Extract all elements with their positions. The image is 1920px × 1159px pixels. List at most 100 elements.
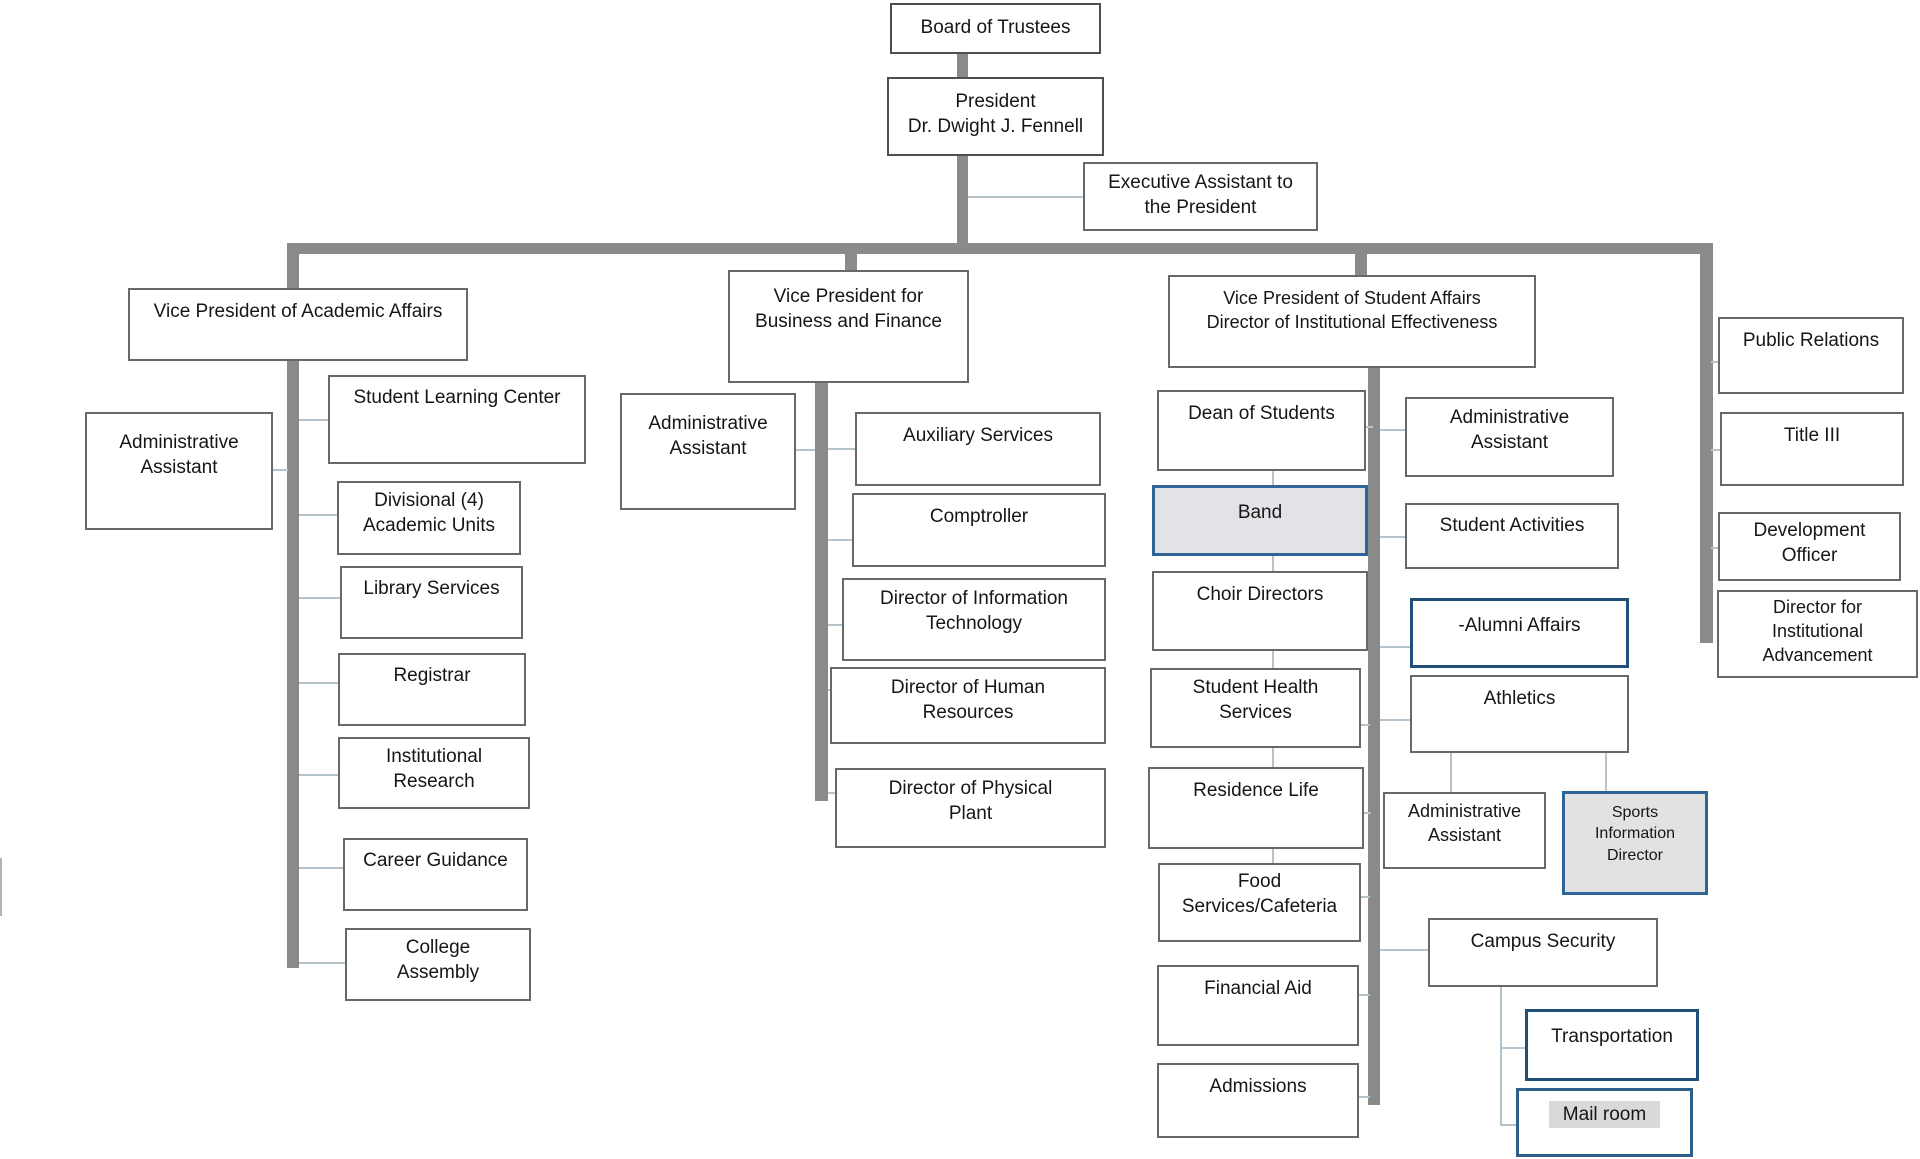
connector-link-student-activities bbox=[1380, 536, 1406, 538]
connector-link-band-choir bbox=[1272, 555, 1274, 572]
connector-link-admissions bbox=[1358, 1096, 1370, 1098]
org-box-admissions: Admissions bbox=[1157, 1063, 1359, 1138]
org-box-label: -Alumni Affairs bbox=[1458, 615, 1581, 636]
org-box-band: Band bbox=[1152, 485, 1368, 556]
org-box-career-guidance: Career Guidance bbox=[343, 838, 528, 911]
org-box-sports-information-director: Sports Information Director bbox=[1562, 791, 1708, 895]
org-box-board-of-trustees: Board of Trustees bbox=[890, 3, 1101, 54]
org-box-label: Executive Assistant to the President bbox=[1108, 172, 1293, 219]
org-box-vp-business-finance: Vice President for Business and Finance bbox=[728, 270, 969, 383]
connector-link-residence-trunk bbox=[1363, 812, 1371, 814]
org-box-label: Administrative Assistant bbox=[1407, 801, 1522, 845]
connector-link-security-drop bbox=[1500, 987, 1502, 1126]
org-box-public-relations: Public Relations bbox=[1718, 317, 1904, 394]
org-box-campus-security: Campus Security bbox=[1428, 918, 1658, 987]
org-box-label: Dean of Students bbox=[1188, 403, 1335, 424]
connector-link-career-guidance bbox=[299, 867, 343, 869]
connector-sa-trunk-lower bbox=[1368, 367, 1380, 1105]
org-box-label: Administrative Assistant bbox=[1449, 407, 1570, 454]
connector-link-athletics-aa bbox=[1450, 753, 1452, 793]
connector-link-comptroller bbox=[828, 539, 852, 541]
org-box-label: Student Activities bbox=[1439, 515, 1585, 536]
org-box-administrative-assistant-business: Administrative Assistant bbox=[620, 393, 796, 510]
connector-link-public-relations bbox=[1711, 361, 1720, 363]
org-box-label: Student Learning Center bbox=[353, 387, 561, 408]
org-box-library-services: Library Services bbox=[340, 566, 523, 639]
org-box-president: President Dr. Dwight J. Fennell bbox=[887, 77, 1104, 156]
org-box-director-information-technology: Director of Information Technology bbox=[842, 578, 1106, 661]
org-box-director-institutional-advancement: Director for Institutional Advancement bbox=[1717, 590, 1918, 678]
connector-link-college-assembly bbox=[299, 962, 345, 964]
connector-link-institutional-research bbox=[299, 774, 338, 776]
org-box-label: Vice President of Academic Affairs bbox=[153, 301, 443, 322]
org-box-label: Transportation bbox=[1551, 1026, 1673, 1047]
connector-link-athletics-sports bbox=[1605, 753, 1607, 792]
connector-link-title-iii bbox=[1711, 449, 1722, 451]
org-box-comptroller: Comptroller bbox=[852, 493, 1106, 567]
org-box-title-iii: Title III bbox=[1720, 412, 1904, 486]
org-box-choir-directors: Choir Directors bbox=[1152, 571, 1368, 651]
org-box-alumni-affairs: -Alumni Affairs bbox=[1410, 598, 1629, 668]
org-box-label: Career Guidance bbox=[363, 850, 508, 871]
connector-link-aa-business bbox=[795, 449, 815, 451]
connector-left-edge-fragment bbox=[0, 858, 2, 916]
org-box-student-learning-center: Student Learning Center bbox=[328, 375, 586, 464]
org-box-label: Admissions bbox=[1209, 1076, 1307, 1097]
org-box-development-officer: Development Officer bbox=[1718, 512, 1901, 581]
org-box-dean-of-students: Dean of Students bbox=[1157, 390, 1366, 471]
org-box-mail-room: Mail room bbox=[1516, 1088, 1693, 1157]
org-box-financial-aid: Financial Aid bbox=[1157, 965, 1359, 1046]
connector-link-health-trunk bbox=[1360, 724, 1370, 726]
connector-link-athletics bbox=[1380, 719, 1411, 721]
org-box-student-activities: Student Activities bbox=[1405, 503, 1619, 569]
org-box-label: Public Relations bbox=[1742, 330, 1880, 351]
org-box-athletics: Athletics bbox=[1410, 675, 1629, 753]
org-box-label: Development Officer bbox=[1753, 520, 1866, 567]
org-box-divisional-academic-units: Divisional (4) Academic Units bbox=[337, 481, 521, 555]
connector-sa-trunk-upper bbox=[1355, 254, 1367, 276]
connector-main-bar bbox=[287, 243, 1713, 254]
org-box-label: Director of Physical Plant bbox=[888, 778, 1053, 825]
org-box-label: Band bbox=[1237, 502, 1283, 523]
org-box-registrar: Registrar bbox=[338, 653, 526, 726]
org-box-label: Director of Human Resources bbox=[890, 677, 1046, 724]
org-box-label: Director for Institutional Advancement bbox=[1762, 597, 1873, 665]
connector-link-library bbox=[299, 597, 340, 599]
connector-link-alumni bbox=[1380, 646, 1411, 648]
connector-board-to-president bbox=[957, 53, 968, 79]
connector-link-mail-room bbox=[1500, 1124, 1518, 1126]
org-box-label: Sports Information Director bbox=[1594, 804, 1676, 864]
connector-link-dean bbox=[1365, 426, 1373, 428]
org-box-label: Vice President for Business and Finance bbox=[755, 286, 942, 333]
org-box-label: Food Services/Cafeteria bbox=[1181, 871, 1338, 918]
connector-president-to-bar bbox=[957, 155, 968, 254]
org-box-institutional-research: Institutional Research bbox=[338, 737, 530, 809]
org-box-transportation: Transportation bbox=[1525, 1009, 1699, 1081]
org-box-label: Auxiliary Services bbox=[903, 425, 1053, 446]
connector-link-choir-health bbox=[1272, 650, 1274, 669]
org-box-label: Residence Life bbox=[1193, 780, 1319, 801]
org-box-label: Mail room bbox=[1548, 1101, 1661, 1129]
connector-link-exec-assistant bbox=[968, 196, 1083, 198]
connector-link-student-learning-center bbox=[299, 419, 328, 421]
connector-right-trunk bbox=[1700, 243, 1713, 643]
org-box-label: President Dr. Dwight J. Fennell bbox=[907, 91, 1084, 138]
connector-link-dean-band bbox=[1272, 470, 1274, 486]
connector-link-aa-student bbox=[1380, 429, 1406, 431]
org-box-label: Administrative Assistant bbox=[648, 413, 768, 460]
org-box-label: Library Services bbox=[363, 578, 500, 599]
org-box-label: Financial Aid bbox=[1204, 978, 1312, 999]
org-box-administrative-assistant-athletics: Administrative Assistant bbox=[1383, 792, 1546, 869]
org-box-auxiliary-services: Auxiliary Services bbox=[855, 412, 1101, 486]
org-box-label: Divisional (4) Academic Units bbox=[363, 490, 495, 537]
org-box-label: Vice President of Student Affairs Direct… bbox=[1206, 288, 1498, 332]
org-box-residence-life: Residence Life bbox=[1148, 767, 1364, 849]
org-box-administrative-assistant-student: Administrative Assistant bbox=[1405, 397, 1614, 477]
org-box-college-assembly: College Assembly bbox=[345, 928, 531, 1001]
connector-link-divisional bbox=[299, 514, 337, 516]
org-box-label: Registrar bbox=[393, 665, 471, 686]
org-box-vp-student-affairs: Vice President of Student Affairs Direct… bbox=[1168, 275, 1536, 368]
connector-link-auxiliary bbox=[828, 448, 855, 450]
org-box-label: Board of Trustees bbox=[920, 17, 1071, 38]
